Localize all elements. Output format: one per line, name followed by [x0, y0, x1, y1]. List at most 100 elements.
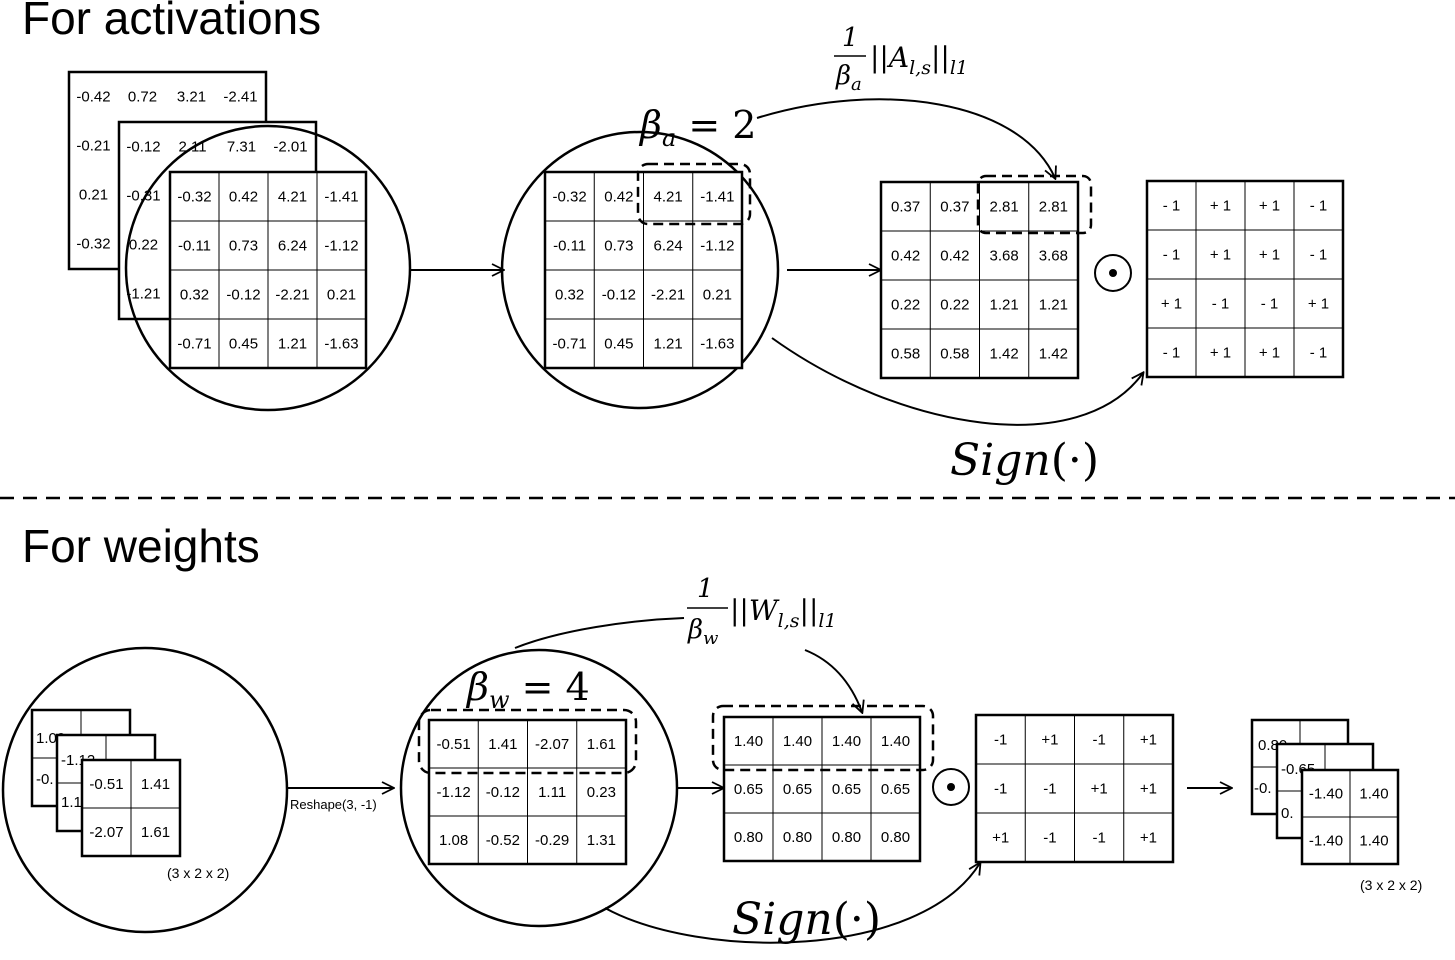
matrix-cell: 0.80 — [832, 829, 861, 846]
matrix-cell: 0.21 — [327, 287, 356, 304]
matrix-cell: 1.11 — [538, 784, 566, 801]
matrix-cell: 0.32 — [555, 287, 584, 304]
matrix-cell: 1.40 — [1359, 833, 1388, 850]
matrix-cell: 0.65 — [881, 781, 910, 798]
svg-text:1: 1 — [697, 574, 714, 604]
activation-norm-arrow — [756, 98, 1055, 178]
weight-norm-label: 1 βw ||Wl,s||l1 — [687, 574, 837, 649]
matrix-cell: 1.40 — [783, 733, 812, 750]
matrix-cell: -1 — [1043, 830, 1056, 847]
matrix-cell: 0.58 — [891, 346, 920, 363]
svg-text:-0.: -0. — [36, 771, 54, 788]
matrix-cell: 3.68 — [1039, 248, 1068, 265]
weight-output-shape: (3 x 2 x 2) — [1360, 877, 1422, 893]
svg-text:βw: βw — [687, 615, 719, 649]
weight-reshape-label: Reshape(3, -1) — [290, 797, 377, 812]
matrix-cell: 0.37 — [891, 199, 920, 216]
activation-beta-label: βa = 2 — [638, 103, 756, 152]
matrix-cell: -0.32 — [553, 189, 587, 206]
matrix-cell: - 1 — [1310, 247, 1328, 264]
weight-sign-label: Sign(·) — [732, 894, 881, 945]
matrix-cell: +1 — [1091, 781, 1108, 798]
matrix-cell: -0.52 — [486, 832, 520, 849]
matrix-cell: -0.42 — [76, 89, 110, 106]
matrix-cell: -0.71 — [553, 336, 587, 353]
matrix-cell: -2.07 — [89, 824, 123, 841]
matrix-cell: 0.73 — [229, 238, 258, 255]
matrix-cell: 1.31 — [587, 832, 616, 849]
matrix-cell: -0.32 — [76, 236, 110, 253]
matrix-cell: - 1 — [1261, 296, 1279, 313]
matrix-cell: 1.21 — [278, 336, 307, 353]
weights-title: For weights — [22, 520, 260, 572]
matrix-cell: 0.22 — [891, 297, 920, 314]
matrix-cell: 0.80 — [783, 829, 812, 846]
matrix-cell: -0.12 — [486, 784, 520, 801]
matrix-cell: -1.40 — [1309, 786, 1343, 803]
matrix-cell: + 1 — [1161, 296, 1182, 313]
weight-sign-arrow — [604, 863, 980, 944]
svg-text:||Al,s||l1: ||Al,s||l1 — [870, 41, 968, 79]
matrix-cell: +1 — [1041, 732, 1058, 749]
matrix-cell: -2.07 — [535, 736, 569, 753]
matrix-cell: - 1 — [1310, 345, 1328, 362]
matrix-cell: 0.45 — [229, 336, 258, 353]
matrix-cell: 0.65 — [783, 781, 812, 798]
matrix-cell: +1 — [992, 830, 1009, 847]
matrix-cell: 0.22 — [940, 297, 969, 314]
matrix-cell: 1.61 — [587, 736, 616, 753]
matrix-cell: + 1 — [1259, 198, 1280, 215]
matrix-cell: 1.40 — [1359, 786, 1388, 803]
matrix-cell: -1.41 — [324, 189, 358, 206]
matrix-cell: 0.58 — [940, 346, 969, 363]
matrix-cell: + 1 — [1259, 247, 1280, 264]
matrix-cell: 4.21 — [278, 189, 307, 206]
matrix-cell: - 1 — [1163, 198, 1181, 215]
matrix-cell: 2.81 — [1039, 199, 1068, 216]
weight-input-circle — [1, 646, 289, 934]
matrix-cell: 0.23 — [587, 784, 616, 801]
matrix-cell: -1.12 — [437, 784, 471, 801]
matrix-cell: - 1 — [1310, 198, 1328, 215]
matrix-cell: 1.21 — [654, 336, 683, 353]
svg-text:1.1: 1.1 — [61, 794, 82, 811]
matrix-cell: -1 — [994, 781, 1007, 798]
matrix-cell: -1.12 — [700, 238, 734, 255]
matrix-cell: - 1 — [1163, 345, 1181, 362]
matrix-cell: -1.63 — [700, 336, 734, 353]
matrix-cell: 4.21 — [654, 189, 683, 206]
matrix-cell: 0.22 — [129, 237, 158, 254]
matrix-cell: -0.11 — [178, 238, 211, 255]
matrix-cell: 3.68 — [990, 248, 1019, 265]
weight-highlight-box — [417, 708, 638, 775]
matrix-cell: -2.21 — [651, 287, 685, 304]
matrix-cell: - 1 — [1163, 247, 1181, 264]
matrix-cell: -0.12 — [602, 287, 636, 304]
matrix-cell: 7.31 — [227, 139, 256, 156]
matrix-cell: 0.42 — [940, 248, 969, 265]
weight-input-shape: (3 x 2 x 2) — [167, 865, 229, 881]
activation-hadamard-icon — [1094, 254, 1132, 292]
matrix-cell: -1 — [994, 732, 1007, 749]
activation-highlight-box — [636, 162, 752, 226]
matrix-cell: 1.21 — [990, 297, 1019, 314]
matrix-cell: 1.40 — [881, 733, 910, 750]
matrix-cell: -0.31 — [126, 188, 160, 205]
matrix-cell: -0.71 — [177, 336, 211, 353]
weight-norm-arrow — [804, 649, 862, 712]
matrix-cell: 0.21 — [703, 287, 732, 304]
matrix-cell: 1.42 — [990, 346, 1019, 363]
matrix-cell: 1.21 — [1039, 297, 1068, 314]
weight-reshaped-circle — [399, 648, 679, 928]
weight-scale-highlight — [711, 704, 935, 772]
matrix-cell: 1.40 — [832, 733, 861, 750]
weight-norm-connector — [514, 617, 685, 649]
weight-beta-label: βw = 4 — [465, 665, 590, 714]
svg-text:-0.: -0. — [1254, 780, 1272, 797]
matrix-cell: + 1 — [1259, 345, 1280, 362]
